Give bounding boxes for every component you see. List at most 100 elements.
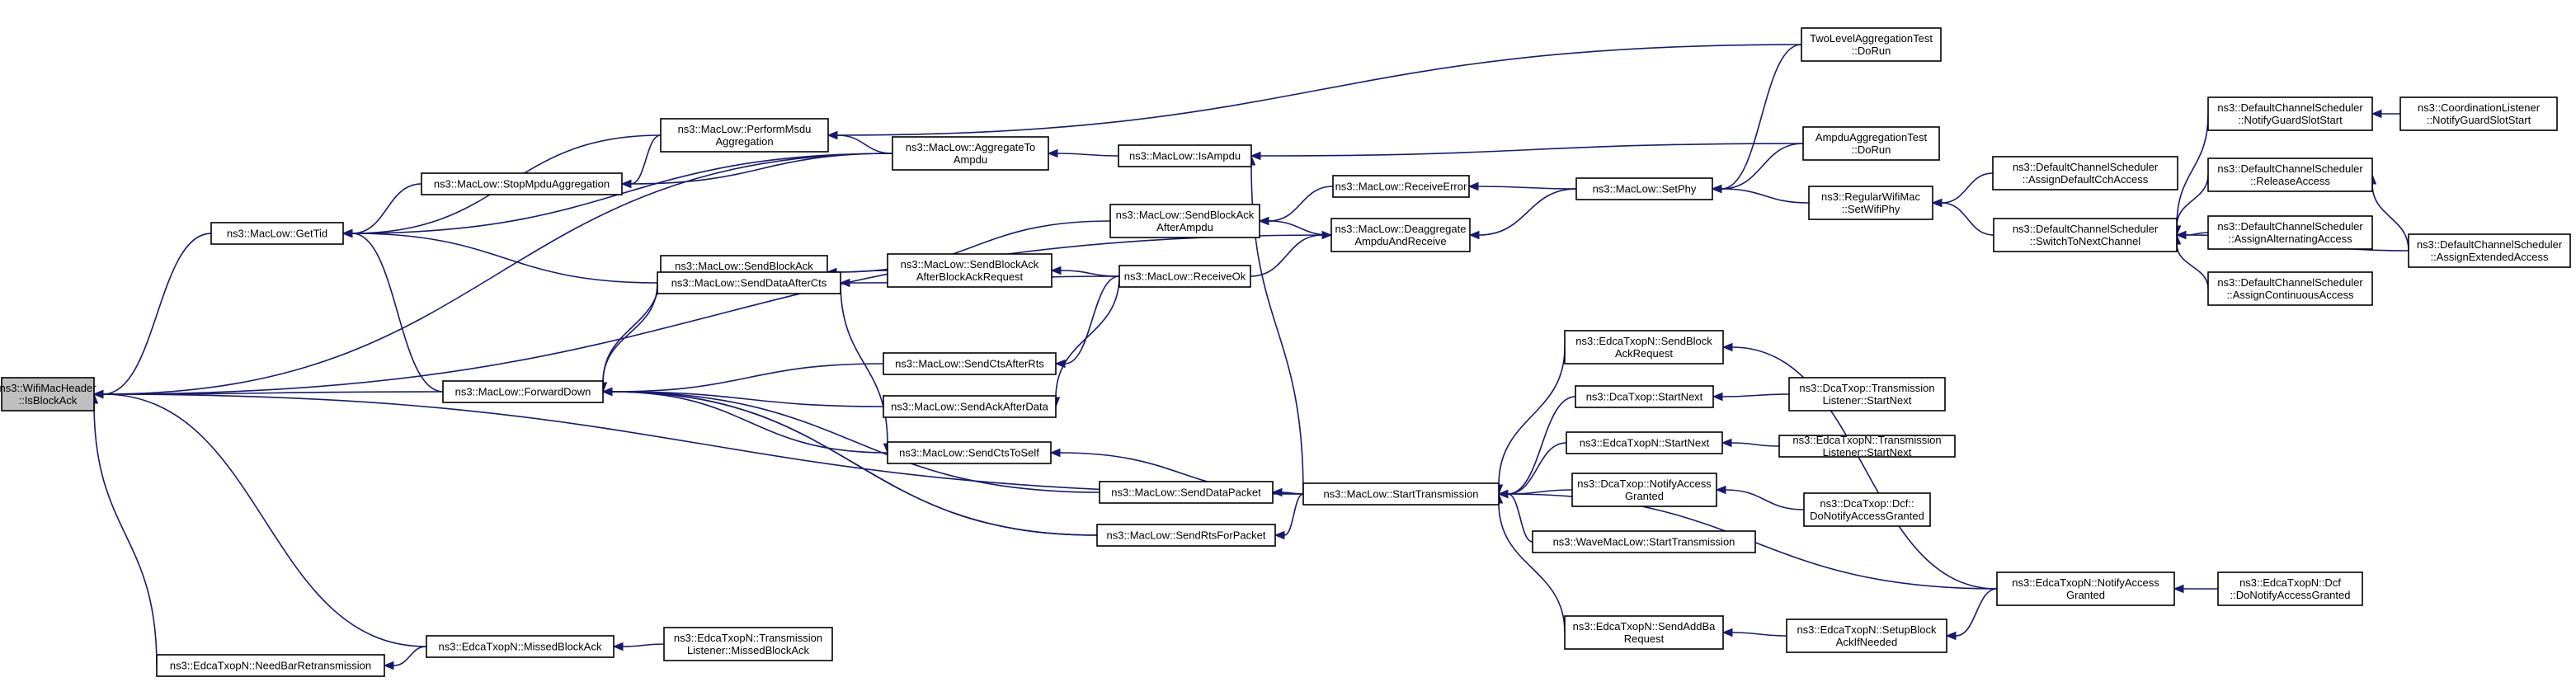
node-sendbaafterbar[interactable]: ns3::MacLow::SendBlockAckAfterBlockAckRe… xyxy=(887,253,1053,288)
node-ampduagg[interactable]: AmpduAggregationTest::DoRun xyxy=(1802,126,1940,161)
edge-line xyxy=(630,134,662,185)
node-edca-notifyaccess[interactable]: ns3::EdcaTxopN::NotifyAccessGranted xyxy=(1996,571,2175,606)
node-sendctsafterrts[interactable]: ns3::MacLow::SendCtsAfterRts xyxy=(883,352,1057,375)
arrowhead xyxy=(2175,230,2187,240)
node-receiveerror[interactable]: ns3::MacLow::ReceiveError xyxy=(1332,175,1470,198)
node-label: ns3::DcaTxop::NotifyAccess xyxy=(1577,477,1712,490)
node-starttransmission[interactable]: ns3::MacLow::StartTransmission xyxy=(1302,482,1500,506)
node-label: Ampdu xyxy=(954,153,987,166)
node-twolevel[interactable]: TwoLevelAggregationTest::DoRun xyxy=(1801,27,1942,62)
node-gettid[interactable]: ns3::MacLow::GetTid xyxy=(210,222,344,245)
node-needbar[interactable]: ns3::EdcaTxopN::NeedBarRetransmission xyxy=(156,654,385,677)
node-missedba[interactable]: ns3::EdcaTxopN::MissedBlockAck xyxy=(426,635,615,658)
node-dcs-assigndefault[interactable]: ns3::DefaultChannelScheduler::AssignDefa… xyxy=(1992,156,2178,190)
edge-edca-tl-startnext-to-edca-startnext xyxy=(1721,438,1780,448)
node-sendctstoself[interactable]: ns3::MacLow::SendCtsToSelf xyxy=(887,441,1052,464)
node-wave-starttx[interactable]: ns3::WaveMacLow::StartTransmission xyxy=(1532,530,1756,553)
node-label: ns3::MacLow::IsAmpdu xyxy=(1129,150,1241,162)
edge-receiveok-to-deaggregate xyxy=(1250,230,1333,277)
node-setphy[interactable]: ns3::MacLow::SetPhy xyxy=(1575,177,1713,200)
node-forwarddown[interactable]: ns3::MacLow::ForwardDown xyxy=(442,380,604,403)
node-dca-tl-startnext[interactable]: ns3::DcaTxop::TransmissionListener::Star… xyxy=(1788,377,1946,412)
node-label: AmpduAggregationTest xyxy=(1815,131,1928,143)
edge-receiveok-to-sendctsafterrts xyxy=(1054,275,1120,369)
arrowhead xyxy=(612,642,624,651)
node-isampdu[interactable]: ns3::MacLow::IsAmpdu xyxy=(1118,144,1252,167)
node-edca-dcf-notify[interactable]: ns3::EdcaTxopN::Dcf::DoNotifyAccessGrant… xyxy=(2217,571,2363,606)
node-box xyxy=(1330,218,1471,252)
node-dcs-switchto[interactable]: ns3::DefaultChannelScheduler::SwitchToNe… xyxy=(1993,218,2178,252)
node-edca-startnext[interactable]: ns3::EdcaTxopN::StartNext xyxy=(1566,431,1723,454)
node-edca-tl-startnext[interactable]: ns3::EdcaTxopN::TransmissionListener::St… xyxy=(1778,434,1956,459)
node-dcs-notifyguard[interactable]: ns3::DefaultChannelScheduler::NotifyGuar… xyxy=(2207,96,2373,131)
arrowhead xyxy=(1271,487,1283,497)
node-sendackafterdata[interactable]: ns3::MacLow::SendAckAfterData xyxy=(883,395,1057,418)
node-label: ::AssignAlternatingAccess xyxy=(2228,233,2352,245)
edge-line xyxy=(93,402,158,666)
edge-edca-setupblockack-to-edca-sendaddba xyxy=(1721,628,1787,637)
arrowhead xyxy=(1258,216,1269,226)
edge-receiveerror-to-sendbaafterampdu xyxy=(1258,186,1334,226)
node-label: ns3::MacLow::ReceiveOk xyxy=(1124,270,1246,283)
edge-line xyxy=(2371,183,2409,252)
node-wifi[interactable]: ns3::WifiMacHeader::IsBlockAck xyxy=(0,377,97,412)
edge-line xyxy=(1955,588,1998,637)
node-label: ns3::DefaultChannelScheduler xyxy=(2217,162,2363,175)
node-label: ns3::MacLow::SendCtsToSelf xyxy=(899,447,1039,459)
node-receiveok[interactable]: ns3::MacLow::ReceiveOk xyxy=(1118,265,1251,288)
node-box xyxy=(1109,204,1260,238)
node-label: ::NotifyGuardSlotStart xyxy=(2427,114,2531,126)
node-box xyxy=(1302,482,1500,506)
node-dca-dcf-notify[interactable]: ns3::DcaTxop::Dcf::DoNotifyAccessGranted xyxy=(1803,492,1931,527)
edge-missedba-to-needbar xyxy=(383,646,427,670)
node-coordlistener[interactable]: ns3::CoordinationListener::NotifyGuardSl… xyxy=(2399,96,2558,131)
node-label: ns3::RegularWifiMac xyxy=(1821,190,1920,203)
node-label: ns3::EdcaTxopN::MissedBlockAck xyxy=(439,641,602,653)
node-label: AckIfNeeded xyxy=(1836,636,1897,648)
node-label: ns3::WaveMacLow::StartTransmission xyxy=(1553,536,1735,548)
node-label: ns3::MacLow::SendBlockAck xyxy=(1116,209,1255,221)
edge-line xyxy=(1268,186,1334,222)
node-dcs-assignalt[interactable]: ns3::DefaultChannelScheduler::AssignAlte… xyxy=(2207,215,2373,250)
node-label: ns3::DefaultChannelScheduler xyxy=(2013,223,2159,235)
node-ctl-missedba[interactable]: ns3::EdcaTxopN::TransmissionListener::Mi… xyxy=(663,627,833,661)
edge-line xyxy=(1731,346,1998,590)
edge-starttransmission-to-sendrtsforpacket xyxy=(1274,493,1304,540)
node-box xyxy=(887,441,1052,464)
node-dcs-assignext[interactable]: ns3::DefaultChannelScheduler::AssignExte… xyxy=(2408,233,2571,268)
edge-aggregateto-to-stopmpdu xyxy=(620,153,893,189)
node-senddataaftercts[interactable]: ns3::MacLow::SendDataAfterCts xyxy=(657,271,841,294)
node-sendrtsforpacket[interactable]: ns3::MacLow::SendRtsForPacket xyxy=(1096,524,1276,547)
node-dca-startnext[interactable]: ns3::DcaTxop::StartNext xyxy=(1575,385,1714,408)
node-label: ns3::DefaultChannelScheduler xyxy=(2217,276,2363,289)
edge-twolevel-to-setphy xyxy=(1711,44,1802,194)
node-label: AfterAmpdu xyxy=(1156,221,1213,233)
node-box xyxy=(892,136,1049,171)
edge-line xyxy=(836,220,1111,273)
node-label: ns3::MacLow::SendBlockAck xyxy=(901,258,1039,270)
node-label: ns3::MacLow::StartTransmission xyxy=(1323,488,1478,501)
arrowhead xyxy=(383,661,394,670)
node-box xyxy=(442,380,604,403)
edge-missedba-to-wifi xyxy=(92,389,427,647)
node-stopmpdu[interactable]: ns3::MacLow::StopMpduAggregation xyxy=(421,172,623,195)
node-label: ns3::DcaTxop::Transmission xyxy=(1799,382,1934,394)
node-senddatapacket[interactable]: ns3::MacLow::SendDataPacket xyxy=(1099,481,1274,504)
node-regularwifimac[interactable]: ns3::RegularWifiMac::SetWifiPhy xyxy=(1808,186,1933,220)
node-box xyxy=(1808,186,1933,220)
edge-starttransmission-to-senddatapacket xyxy=(1271,487,1304,497)
node-box xyxy=(1803,492,1931,527)
node-dca-notifyaccess[interactable]: ns3::DcaTxop::NotifyAccessGranted xyxy=(1571,473,1717,507)
arrowhead xyxy=(1250,151,1261,161)
node-dcs-assigncont[interactable]: ns3::DefaultChannelScheduler::AssignCont… xyxy=(2207,271,2373,306)
node-dcs-release[interactable]: ns3::DefaultChannelScheduler::ReleaseAcc… xyxy=(2207,158,2373,192)
arrowhead xyxy=(1721,342,1733,352)
edge-dcs-assignext-to-dcs-release xyxy=(2367,173,2409,252)
